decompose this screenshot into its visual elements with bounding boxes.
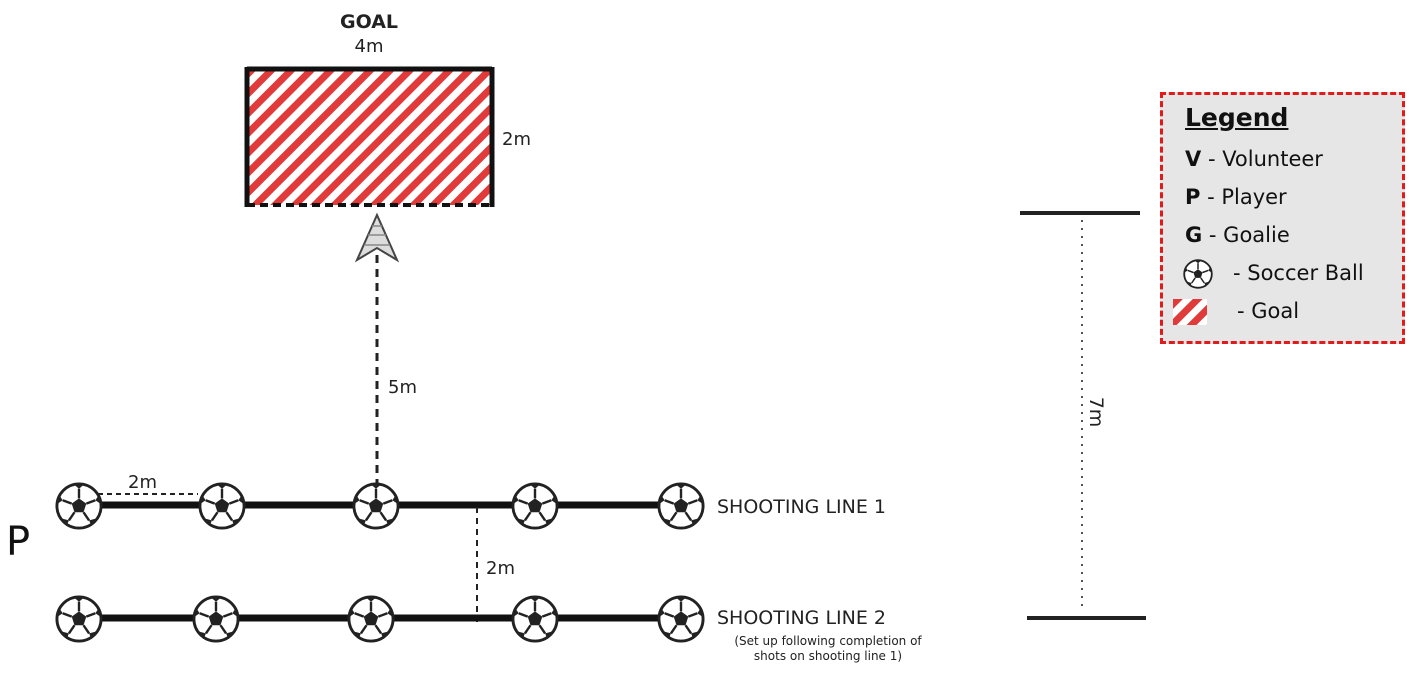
goal-width-label: 4m bbox=[355, 36, 384, 57]
player-marker: P bbox=[6, 519, 30, 565]
legend-title: Legend bbox=[1185, 103, 1289, 132]
scale-label: 7m bbox=[1085, 397, 1107, 428]
arrowhead-icon bbox=[354, 212, 400, 263]
distance-to-goal-label: 5m bbox=[388, 377, 417, 398]
line-spacing-label: 2m bbox=[486, 558, 515, 579]
legend-item-goalie: G - Goalie bbox=[1185, 223, 1290, 247]
goal-hatch-icon bbox=[1173, 299, 1207, 325]
soccer-ball-icon bbox=[657, 595, 705, 643]
soccer-ball-icon bbox=[511, 482, 559, 530]
goal bbox=[244, 66, 495, 207]
shot-direction-arrow bbox=[354, 212, 400, 487]
shooting-line-2-note-2: shots on shooting line 1) bbox=[754, 649, 902, 663]
shooting-line-1 bbox=[55, 482, 705, 530]
soccer-ball-icon bbox=[352, 482, 400, 530]
soccer-ball-icon bbox=[511, 595, 559, 643]
scale-bar bbox=[1020, 211, 1146, 620]
soccer-ball-icon bbox=[55, 595, 103, 643]
ball-spacing-label: 2m bbox=[128, 472, 157, 493]
shooting-line-2-note-1: (Set up following completion of bbox=[734, 634, 922, 648]
shooting-line-2-label: SHOOTING LINE 2 bbox=[717, 607, 886, 629]
soccer-ball-icon bbox=[347, 595, 395, 643]
legend: Legend V - Volunteer P - Player G - Goal… bbox=[1160, 92, 1405, 344]
soccer-ball-icon bbox=[657, 482, 705, 530]
goal-height-label: 2m bbox=[502, 129, 531, 150]
legend-item-volunteer: V - Volunteer bbox=[1185, 147, 1323, 171]
soccer-ball-icon bbox=[198, 482, 246, 530]
shooting-line-2 bbox=[55, 595, 705, 643]
soccer-ball-icon bbox=[192, 595, 240, 643]
soccer-ball-icon bbox=[1183, 259, 1213, 289]
goal-net bbox=[247, 69, 492, 205]
shooting-line-1-label: SHOOTING LINE 1 bbox=[717, 496, 886, 518]
goal-title: GOAL bbox=[340, 11, 398, 33]
legend-item-player: P - Player bbox=[1185, 185, 1287, 209]
soccer-ball-icon bbox=[55, 482, 103, 530]
